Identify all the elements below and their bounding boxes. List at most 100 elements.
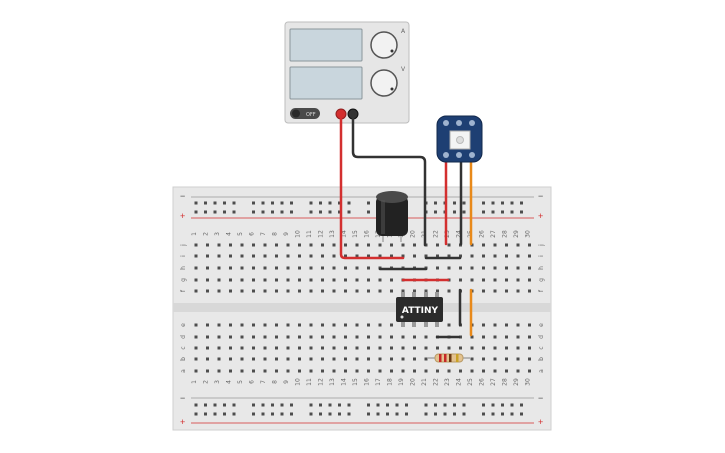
breadboard-hole[interactable] xyxy=(229,323,232,327)
breadboard-hole[interactable] xyxy=(321,369,324,373)
rail-hole[interactable] xyxy=(520,201,523,205)
rail-hole[interactable] xyxy=(367,201,370,205)
rail-hole[interactable] xyxy=(271,403,274,407)
breadboard-hole[interactable] xyxy=(344,278,347,282)
breadboard-hole[interactable] xyxy=(447,369,451,373)
breadboard-hole[interactable] xyxy=(344,243,347,247)
breadboard-hole[interactable] xyxy=(194,289,198,293)
rail-hole[interactable] xyxy=(367,210,370,214)
rail-hole[interactable] xyxy=(328,412,332,416)
voltage-knob[interactable] xyxy=(370,69,398,97)
breadboard-hole[interactable] xyxy=(390,289,393,293)
breadboard-hole[interactable] xyxy=(493,254,497,258)
breadboard-hole[interactable] xyxy=(298,323,301,327)
breadboard-hole[interactable] xyxy=(493,346,497,350)
breadboard-hole[interactable] xyxy=(424,335,428,339)
breadboard-hole[interactable] xyxy=(436,369,439,373)
rail-hole[interactable] xyxy=(338,201,341,205)
rail-hole[interactable] xyxy=(223,210,226,214)
breadboard-hole[interactable] xyxy=(505,357,508,361)
breadboard-hole[interactable] xyxy=(206,289,209,293)
breadboard-hole[interactable] xyxy=(217,254,221,258)
breadboard-hole[interactable] xyxy=(390,369,393,373)
breadboard-hole[interactable] xyxy=(321,278,324,282)
rail-hole[interactable] xyxy=(271,201,274,205)
breadboard-hole[interactable] xyxy=(367,254,370,258)
breadboard-hole[interactable] xyxy=(332,278,336,282)
breadboard-hole[interactable] xyxy=(413,243,416,247)
breadboard-hole[interactable] xyxy=(298,278,301,282)
breadboard-hole[interactable] xyxy=(263,254,267,258)
breadboard-hole[interactable] xyxy=(505,369,508,373)
breadboard-hole[interactable] xyxy=(355,323,359,327)
breadboard-hole[interactable] xyxy=(413,254,416,258)
breadboard-hole[interactable] xyxy=(355,266,359,270)
breadboard-hole[interactable] xyxy=(459,266,462,270)
breadboard-hole[interactable] xyxy=(413,357,416,361)
breadboard-hole[interactable] xyxy=(367,278,370,282)
breadboard-hole[interactable] xyxy=(240,243,244,247)
breadboard-hole[interactable] xyxy=(332,289,336,293)
breadboard-hole[interactable] xyxy=(344,323,347,327)
breadboard-hole[interactable] xyxy=(286,357,290,361)
rail-hole[interactable] xyxy=(395,403,399,407)
breadboard-hole[interactable] xyxy=(252,335,255,339)
breadboard-hole[interactable] xyxy=(286,369,290,373)
rail-hole[interactable] xyxy=(367,412,370,416)
breadboard-hole[interactable] xyxy=(194,357,198,361)
rail-hole[interactable] xyxy=(386,403,389,407)
breadboard-hole[interactable] xyxy=(470,369,474,373)
rail-hole[interactable] xyxy=(204,210,207,214)
breadboard-hole[interactable] xyxy=(286,266,290,270)
breadboard-hole[interactable] xyxy=(447,346,451,350)
rail-hole[interactable] xyxy=(520,403,523,407)
breadboard-hole[interactable] xyxy=(516,254,520,258)
breadboard-hole[interactable] xyxy=(263,346,267,350)
breadboard-hole[interactable] xyxy=(240,357,244,361)
rail-hole[interactable] xyxy=(434,201,437,205)
breadboard-hole[interactable] xyxy=(298,289,301,293)
breadboard-hole[interactable] xyxy=(206,335,209,339)
breadboard-hole[interactable] xyxy=(413,289,416,293)
rail-hole[interactable] xyxy=(462,210,466,214)
breadboard-hole[interactable] xyxy=(298,254,301,258)
rail-hole[interactable] xyxy=(434,403,437,407)
breadboard-hole[interactable] xyxy=(447,243,451,247)
breadboard-hole[interactable] xyxy=(229,266,232,270)
breadboard-hole[interactable] xyxy=(206,346,209,350)
breadboard-hole[interactable] xyxy=(309,254,313,258)
rail-hole[interactable] xyxy=(280,412,284,416)
rail-hole[interactable] xyxy=(309,403,313,407)
breadboard-hole[interactable] xyxy=(424,357,428,361)
rail-hole[interactable] xyxy=(453,210,456,214)
breadboard-hole[interactable] xyxy=(390,278,393,282)
breadboard-hole[interactable] xyxy=(482,335,485,339)
breadboard-hole[interactable] xyxy=(217,369,221,373)
breadboard-hole[interactable] xyxy=(447,266,451,270)
breadboard-hole[interactable] xyxy=(286,243,290,247)
breadboard-hole[interactable] xyxy=(298,357,301,361)
rail-hole[interactable] xyxy=(252,412,255,416)
breadboard-hole[interactable] xyxy=(252,323,255,327)
breadboard-hole[interactable] xyxy=(424,289,428,293)
rail-hole[interactable] xyxy=(462,201,466,205)
breadboard-hole[interactable] xyxy=(516,335,520,339)
breadboard-hole[interactable] xyxy=(252,266,255,270)
breadboard-hole[interactable] xyxy=(528,278,531,282)
rail-hole[interactable] xyxy=(501,210,504,214)
rail-hole[interactable] xyxy=(482,210,485,214)
breadboard-hole[interactable] xyxy=(217,346,221,350)
breadboard-hole[interactable] xyxy=(390,254,393,258)
breadboard-hole[interactable] xyxy=(252,243,255,247)
breadboard-hole[interactable] xyxy=(355,278,359,282)
breadboard-hole[interactable] xyxy=(401,289,405,293)
breadboard-hole[interactable] xyxy=(252,254,255,258)
breadboard-hole[interactable] xyxy=(493,243,497,247)
rail-hole[interactable] xyxy=(462,412,466,416)
breadboard-hole[interactable] xyxy=(482,254,485,258)
rail-hole[interactable] xyxy=(501,201,504,205)
rail-hole[interactable] xyxy=(347,201,351,205)
breadboard-hole[interactable] xyxy=(229,254,232,258)
breadboard-hole[interactable] xyxy=(528,357,531,361)
breadboard-hole[interactable] xyxy=(344,346,347,350)
